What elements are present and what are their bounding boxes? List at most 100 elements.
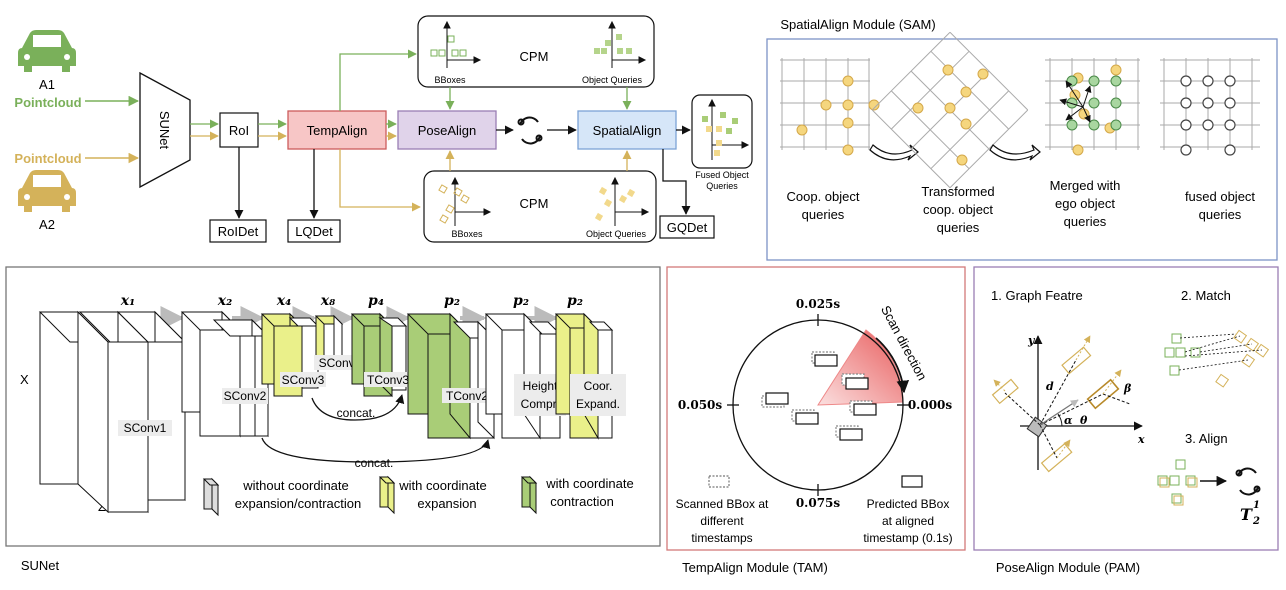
sam-grid-transformed-points (912, 64, 989, 166)
tam-legend-predicted-icon (901, 475, 923, 488)
oq-bottom-icon (611, 176, 650, 226)
sam-label4-l1: fused object (1185, 189, 1255, 204)
sam-grid-coop-points (796, 75, 880, 156)
sam-merge-arrows (1059, 80, 1092, 123)
bboxes-bottom-squares (438, 184, 470, 224)
tempalign-block (287, 110, 387, 150)
coor-l2: Expand. (576, 397, 620, 411)
cpm-top-label: CPM (520, 49, 549, 64)
bboxes-top-icon (443, 20, 482, 68)
oq-top-squares (594, 34, 632, 54)
pam-step1: 1. Graph Featre (991, 288, 1083, 303)
sam-arrow-2 (989, 144, 1041, 161)
pam-align-boxes (1157, 459, 1198, 506)
scale-x8: x₈ (320, 293, 335, 309)
scale-p2b: p₂ (513, 293, 529, 309)
agent2-label: A2 (39, 217, 55, 232)
pam-transform-icon (1235, 467, 1261, 496)
tam-legend1-l2: different (700, 514, 744, 528)
tam-t3: 0.075s (796, 496, 841, 510)
pam-dashed-edges (1004, 359, 1131, 459)
sam-label1-l2: queries (802, 207, 845, 222)
sunet-layer-sconv4 (314, 314, 344, 366)
pam-transform-sup: 1 (1253, 500, 1260, 511)
sam-label2-l3: queries (937, 220, 980, 235)
sam-label3-l1: Merged with (1050, 178, 1121, 193)
fused-line1: Fused Object (695, 170, 749, 180)
pam-sym-alpha: α (1064, 414, 1073, 427)
scale-p2c: p₂ (567, 293, 583, 309)
pam-match-gold (1215, 329, 1270, 388)
tam-t0: 0.000s (908, 398, 953, 412)
tam-bboxes (761, 351, 877, 441)
tam-t1: 0.025s (796, 297, 841, 311)
pam-caption: PoseAlign Module (PAM) (996, 560, 1140, 575)
sunet-caption: SUNet (21, 558, 60, 573)
height-l2: Compr. (521, 397, 560, 411)
roi-block (219, 112, 259, 148)
sam-label1-l1: Coop. object (787, 189, 860, 204)
legend2-l2: expansion (417, 496, 476, 511)
cpm-bottom-label: CPM (520, 196, 549, 211)
pam-axis-y: y (1027, 334, 1036, 347)
pam-transform-sub: 2 (1252, 516, 1260, 527)
pam-graph-boxes (991, 346, 1120, 473)
pam-match-green (1164, 333, 1201, 376)
sam-label2-l2: coop. object (923, 202, 993, 217)
sunet-layer-tconv2 (406, 312, 496, 440)
sam-label3-l2: ego object (1055, 196, 1115, 211)
sam-label2-l1: Transformed (921, 184, 994, 199)
pam-ego-box (1026, 416, 1048, 438)
tam-legend-scanned-icon (708, 475, 730, 488)
tempalign-label: TempAlign (307, 123, 368, 138)
legend3-l2: contraction (550, 494, 614, 509)
sam-grid-merged-ego (1066, 75, 1122, 131)
sconv4-label: SConv4 (319, 356, 362, 370)
car-a2-icon (18, 170, 76, 212)
sam-grid-coop (780, 58, 870, 150)
height-l1: Height (523, 379, 558, 393)
pam-step3: 3. Align (1185, 431, 1228, 446)
posealign-block (397, 110, 497, 150)
roi-label: RoI (229, 123, 249, 138)
agent1-label: A1 (39, 77, 55, 92)
pam-sym-beta: β (1123, 382, 1132, 395)
scan-sector (817, 329, 904, 406)
pam-panel (973, 266, 1279, 551)
legend-yellow-swatch (378, 475, 396, 515)
posealign-label: PoseAlign (418, 123, 477, 138)
legend1-l2: expansion/contraction (235, 496, 361, 511)
lqdet-block (287, 219, 341, 243)
scale-x4: x₄ (276, 293, 291, 309)
sconv2-label: SConv2 (224, 389, 267, 403)
legend1-l1: without coordinate (242, 478, 349, 493)
pam-axis-x: x (1137, 433, 1145, 446)
bboxes-top-label: BBoxes (434, 75, 466, 85)
bboxes-top-squares (430, 35, 467, 57)
sunet-panel (5, 266, 661, 547)
tam-legend2-l3: timestamp (0.1s) (863, 531, 952, 545)
sunet-axis-x: X (20, 372, 29, 387)
tam-ticks (727, 314, 909, 496)
pam-sym-theta: θ (1080, 414, 1088, 427)
spatialalign-label: SpatialAlign (593, 123, 662, 138)
pam-match-lines (1178, 333, 1263, 371)
fused-queries-squares (702, 112, 738, 156)
tconv3-label: TConv3 (367, 373, 409, 387)
roidet-label: RoIDet (218, 224, 259, 239)
cpm-bottom-box (423, 170, 657, 243)
sam-arrow-1 (869, 144, 919, 161)
scale-p2a: p₂ (444, 293, 460, 309)
concat1-label: concat. (337, 406, 376, 420)
legend3-l1: with coordinate (545, 476, 633, 491)
oq-top-label: Object Queries (582, 75, 643, 85)
sconv1-label: SConv1 (124, 421, 167, 435)
sam-title: SpatialAlign Module (SAM) (780, 17, 935, 32)
tconv2-label: TConv2 (446, 389, 488, 403)
pointcloud1-label: Pointcloud (14, 95, 81, 110)
tam-legend1-l1: Scanned BBox at (676, 497, 769, 511)
lqdet-label: LQDet (295, 224, 333, 239)
gqdet-label: GQDet (667, 220, 708, 235)
tam-t2: 0.050s (678, 398, 723, 412)
